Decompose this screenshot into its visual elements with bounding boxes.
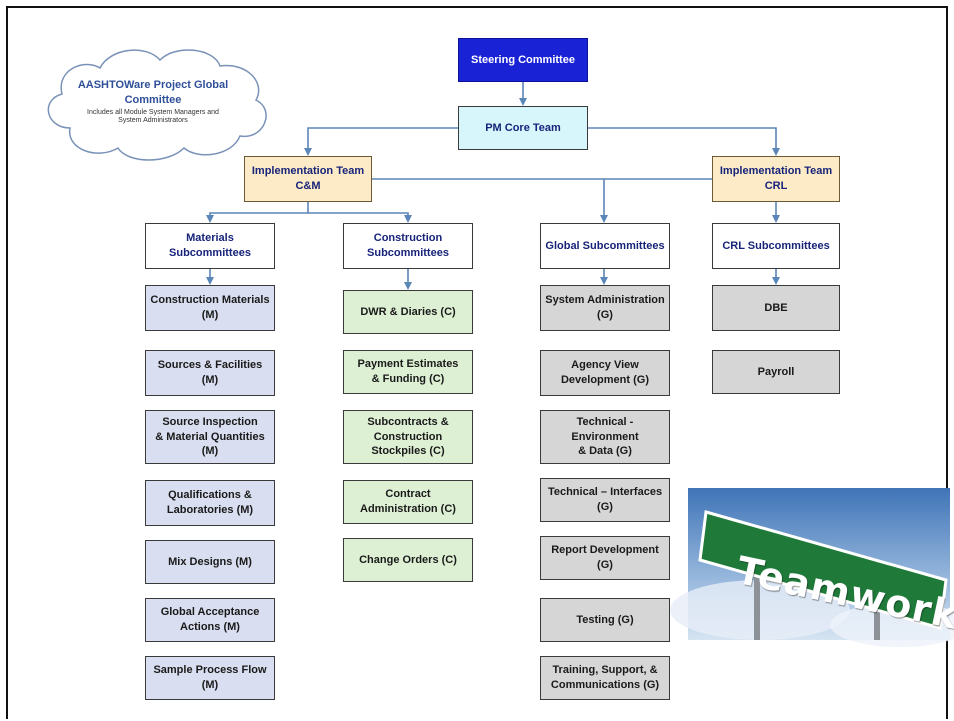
construction-item: Change Orders (C)	[343, 538, 473, 582]
global-committee-note: Includes all Module System Managers and …	[87, 108, 219, 125]
cloud-shape	[47, 49, 267, 161]
global-item: Report Development (G)	[540, 536, 670, 580]
connector-to-materials	[206, 202, 309, 223]
implementation-team-crl-box: Implementation Team CRL	[712, 156, 840, 202]
materials-item: Construction Materials (M)	[145, 285, 275, 331]
pm-core-team-box: PM Core Team	[458, 106, 588, 150]
global-committee-cloud: AASHTOWare Project Global Committee Incl…	[60, 78, 246, 126]
slide-frame	[6, 6, 948, 719]
global-item: Training, Support, & Communications (G)	[540, 656, 670, 700]
global-item: Agency View Development (G)	[540, 350, 670, 396]
materials-item: Sample Process Flow (M)	[145, 656, 275, 700]
materials-item: Qualifications & Laboratories (M)	[145, 480, 275, 526]
connector-core-impl-crl	[588, 127, 780, 156]
global-item: Testing (G)	[540, 598, 670, 642]
construction-item: Payment Estimates & Funding (C)	[343, 350, 473, 394]
connector-core-impl-cm	[304, 127, 458, 156]
steering-committee-box: Steering Committee	[458, 38, 588, 82]
materials-subcommittees-box: Materials Subcommittees	[145, 223, 275, 269]
global-item: System Administration (G)	[540, 285, 670, 331]
global-item: Technical – Interfaces (G)	[540, 478, 670, 522]
materials-item: Global Acceptance Actions (M)	[145, 598, 275, 642]
materials-item: Mix Designs (M)	[145, 540, 275, 584]
crl-subcommittees-box: CRL Subcommittees	[712, 223, 840, 269]
implementation-team-cm-box: Implementation Team C&M	[244, 156, 372, 202]
crl-item: Payroll	[712, 350, 840, 394]
connectors	[206, 82, 780, 290]
global-subcommittees-box: Global Subcommittees	[540, 223, 670, 269]
crl-item: DBE	[712, 285, 840, 331]
teamwork-photo	[670, 488, 954, 647]
construction-subcommittees-box: Construction Subcommittees	[343, 223, 473, 269]
global-committee-title: AASHTOWare Project Global Committee	[77, 79, 229, 106]
construction-item: DWR & Diaries (C)	[343, 290, 473, 334]
materials-item: Sources & Facilities (M)	[145, 350, 275, 396]
construction-item: Contract Administration (C)	[343, 480, 473, 524]
materials-item: Source Inspection & Material Quantities …	[145, 410, 275, 464]
global-item: Technical - Environment & Data (G)	[540, 410, 670, 464]
connector-to-construction	[308, 212, 412, 223]
construction-item: Subcontracts & Construction Stockpiles (…	[343, 410, 473, 464]
